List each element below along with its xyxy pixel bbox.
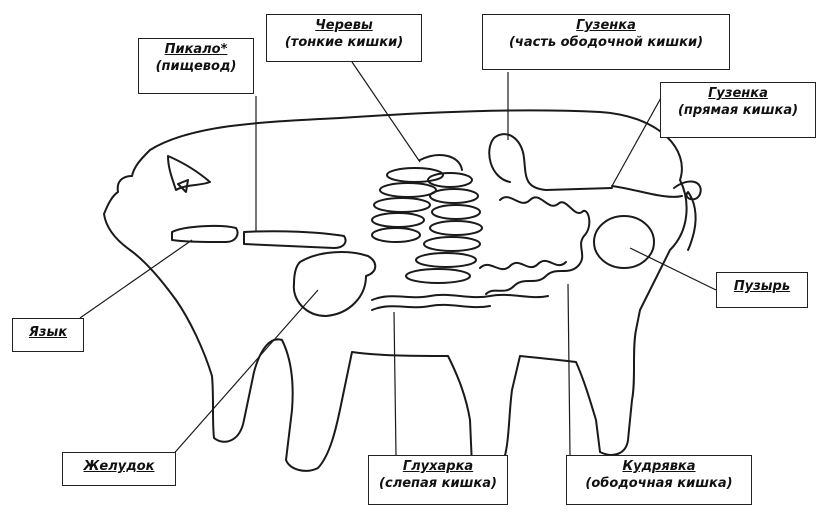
leader-yazyk [80,240,192,318]
label-zheludok: Желудок [62,452,176,486]
label-glukharka-subtitle: (слепая кишка) [375,475,501,492]
label-yazyk-title: Язык [19,324,77,341]
label-yazyk: Язык [12,318,84,352]
bladder-shape [594,216,654,268]
label-glukharka-title: Глухарка [375,458,501,475]
tongue-shape [172,226,238,242]
label-chereva-title: Черевы [273,17,415,34]
label-puzyr-title: Пузырь [723,278,801,295]
label-kudryavka-title: Кудрявка [573,458,745,475]
label-pikalo-subtitle: (пищевод) [145,58,247,75]
leader-glukharka [394,312,396,455]
label-guzenka-colon-subtitle: (часть ободочной кишки) [489,34,723,51]
small-intestine-coils [372,155,548,310]
label-chereva-subtitle: (тонкие кишки) [273,34,415,51]
rectum-shape [612,186,682,197]
label-guzenka-rectum-title: Гузенка [667,85,809,102]
label-pikalo: Пикало* (пищевод) [138,38,254,94]
stomach-shape [294,252,375,316]
leader-kudryavka [568,284,570,455]
label-guzenka-colon: Гузенка (часть ободочной кишки) [482,14,730,70]
colon-loop-shape [489,134,612,190]
label-guzenka-rectum: Гузенка (прямая кишка) [660,82,816,138]
pig-eye [178,180,188,192]
label-kudryavka-subtitle: (ободочная кишка) [573,475,745,492]
label-puzyr: Пузырь [716,272,808,308]
leader-zheludok [170,290,318,458]
label-zheludok-title: Желудок [69,458,169,475]
label-guzenka-rectum-subtitle: (прямая кишка) [667,102,809,119]
label-guzenka-colon-title: Гузенка [489,17,723,34]
leader-puzyr [630,248,716,290]
pig-ear [168,156,210,190]
label-glukharka: Глухарка (слепая кишка) [368,455,508,505]
wavy-colon-inner [480,261,566,269]
wavy-colon-shape [486,197,589,294]
leader-chereva [352,62,420,162]
label-kudryavka: Кудрявка (ободочная кишка) [566,455,752,505]
label-pikalo-title: Пикало* [145,41,247,58]
esophagus-shape [244,231,346,248]
leader-guzenka-rectum [612,96,662,186]
label-chereva: Черевы (тонкие кишки) [266,14,422,62]
